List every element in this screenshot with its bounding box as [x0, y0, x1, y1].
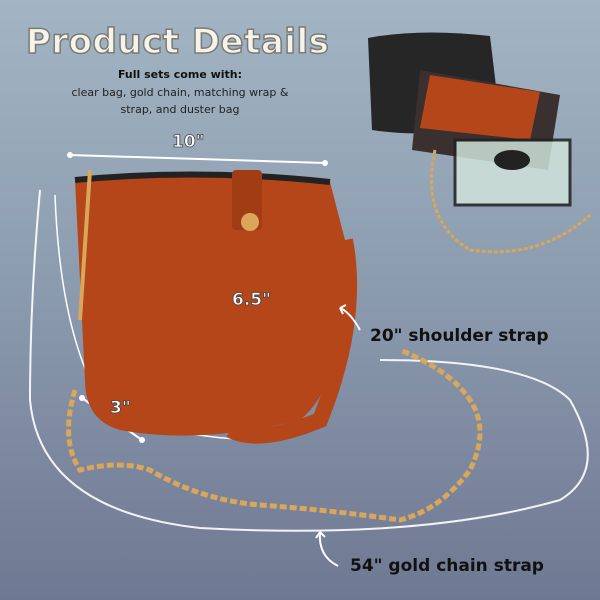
gold-chain	[66, 347, 483, 523]
full-set-image	[368, 32, 592, 254]
width-line	[69, 154, 326, 164]
chain-outline	[28, 189, 589, 532]
arrow-chain-icon	[315, 531, 339, 567]
subtitle-heading: Full sets come with:	[117, 68, 243, 81]
page-title: Product Details	[25, 21, 330, 63]
shoulder-strap-callout: 20" shoulder strap	[370, 326, 549, 346]
width-label: 10"	[172, 132, 205, 153]
bag	[74, 169, 358, 444]
height-label: 6.5"	[232, 290, 272, 311]
subtitle-body: clear bag, gold chain, matching wrap & s…	[71, 86, 289, 116]
depth-label: 3"	[110, 398, 131, 419]
arrow-shoulder-icon	[339, 304, 361, 331]
chain-strap-callout: 54" gold chain strap	[350, 556, 544, 576]
